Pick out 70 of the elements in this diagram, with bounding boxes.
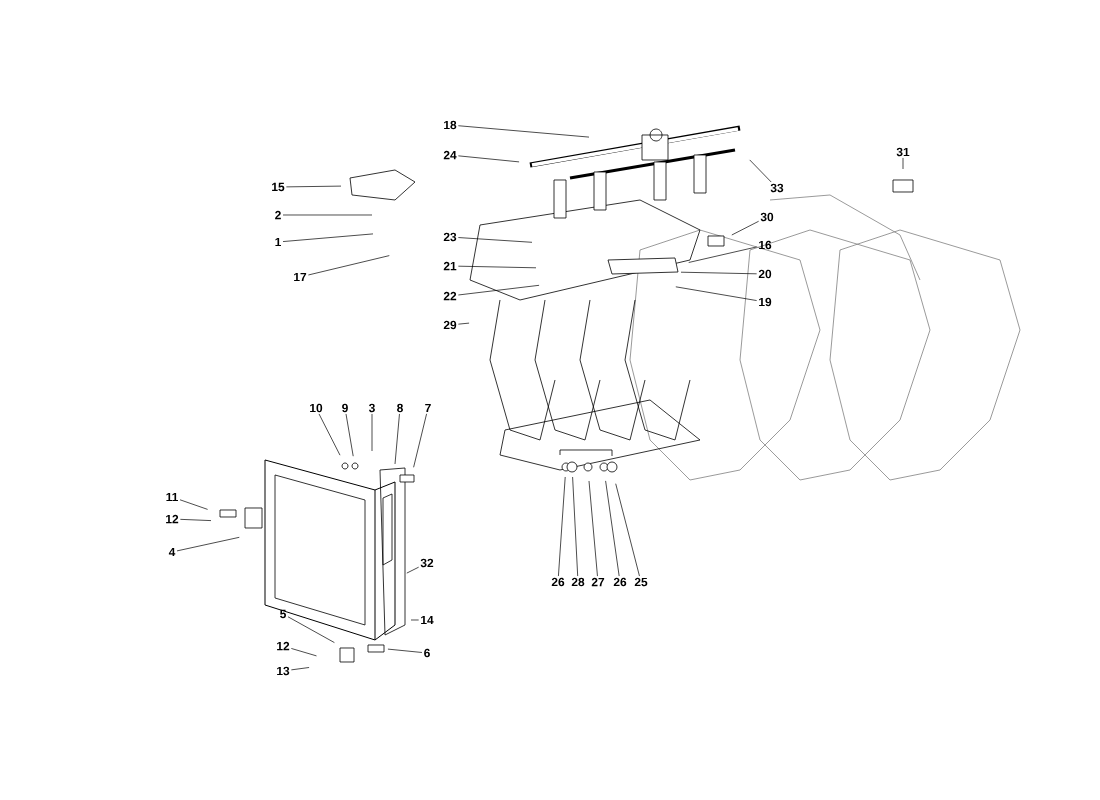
leader-line	[371, 413, 373, 452]
leader-line	[731, 220, 759, 236]
callout-number: 26	[551, 577, 565, 587]
callout-number: 7	[425, 403, 431, 413]
leader-line	[286, 185, 342, 188]
leader-line	[282, 214, 373, 216]
callout-number: 21	[443, 261, 457, 271]
callout-number: 28	[571, 577, 585, 587]
leader-line	[615, 483, 640, 577]
callout-number: 16	[759, 240, 772, 250]
leader-line	[749, 159, 772, 183]
callout-number: 12	[166, 514, 179, 524]
leader-line	[308, 255, 390, 276]
callout-number: 23	[443, 232, 457, 242]
leader-line	[287, 616, 335, 643]
leader-line	[291, 667, 310, 671]
callout-number: 30	[760, 212, 774, 222]
callout-number: 10	[310, 403, 323, 413]
callout-number: 26	[613, 577, 627, 587]
callout-number: 32	[420, 558, 434, 568]
leader-line	[291, 648, 317, 657]
leader-line	[458, 265, 537, 269]
callout-number: 8	[397, 403, 403, 413]
callout-number: 31	[896, 147, 910, 157]
callout-number: 24	[443, 150, 457, 160]
leader-line	[688, 246, 757, 263]
leader-line	[410, 619, 419, 621]
leader-line	[387, 648, 423, 653]
leader-line	[605, 480, 620, 577]
callout-number: 13	[277, 666, 290, 676]
leader-line	[458, 155, 520, 163]
leader-line	[406, 566, 419, 574]
leader-line	[176, 536, 240, 552]
callout-number: 18	[444, 120, 457, 130]
callout-number: 2	[275, 210, 281, 220]
leader-line	[458, 284, 540, 296]
leader-line	[458, 322, 470, 325]
callout-number: 14	[421, 615, 434, 625]
callout-number: 11	[166, 492, 178, 502]
leader-line	[675, 286, 757, 301]
callout-number: 1	[275, 237, 281, 247]
leader-line	[394, 413, 400, 465]
callout-number: 29	[443, 320, 457, 330]
callout-number: 22	[443, 291, 457, 301]
callout-number: 27	[591, 577, 605, 587]
callout-number: 6	[424, 648, 430, 658]
callout-number: 20	[758, 269, 772, 279]
callout-number: 25	[634, 577, 648, 587]
leader-line	[458, 237, 533, 243]
callout-number: 4	[168, 547, 176, 557]
callout-number: 5	[280, 609, 286, 619]
callout-number: 33	[770, 183, 784, 193]
leader-line	[345, 413, 354, 457]
callout-number: 3	[368, 403, 375, 413]
leader-line	[558, 476, 566, 577]
leader-line	[458, 125, 590, 138]
leader-line	[572, 476, 579, 577]
callout-number: 19	[759, 297, 772, 307]
callout-number: 15	[272, 182, 285, 192]
leader-line	[318, 413, 341, 456]
callout-number: 17	[294, 272, 307, 282]
leader-line	[588, 480, 598, 577]
leader-line	[680, 271, 757, 275]
leader-line	[282, 233, 374, 242]
leader-line	[902, 157, 904, 170]
leader-line	[180, 519, 212, 521]
leader-line	[413, 413, 427, 468]
leader-line	[179, 499, 208, 510]
callout-number: 9	[342, 403, 348, 413]
callout-number: 12	[277, 641, 290, 651]
